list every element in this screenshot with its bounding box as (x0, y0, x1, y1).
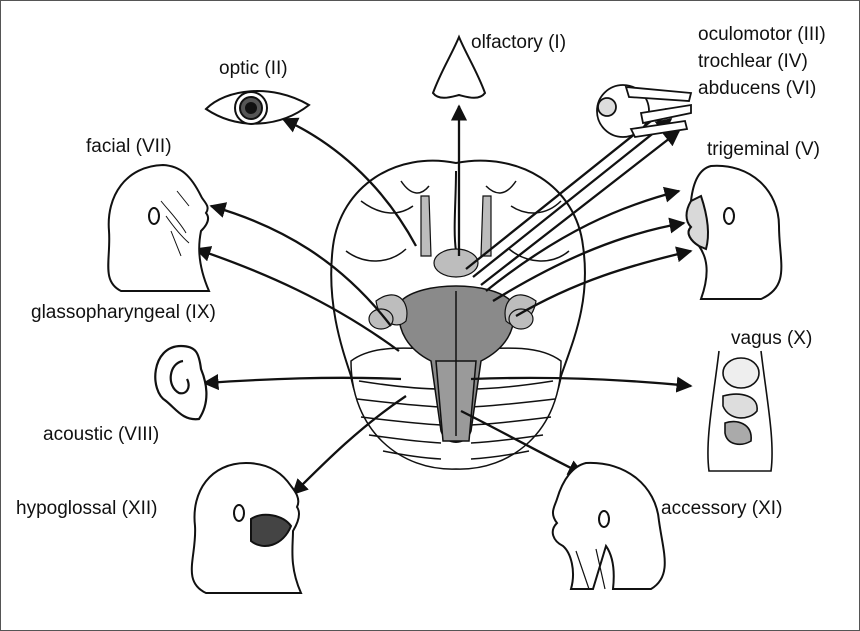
label-facial: facial (VII) (86, 136, 172, 157)
label-accessory: accessory (XI) (661, 498, 782, 519)
head-profile-icon (192, 463, 301, 593)
label-abducens: abducens (VI) (698, 78, 816, 99)
label-hypoglossal: hypoglossal (XII) (16, 498, 158, 519)
eyeball-muscles-icon (597, 85, 691, 137)
label-glossopharyngeal: glassopharyngeal (IX) (31, 302, 216, 323)
head-profile-icon (108, 165, 209, 291)
ear-icon (155, 346, 206, 419)
neck-icon (553, 463, 665, 589)
label-vagus: vagus (X) (731, 328, 812, 349)
viscera-icon (708, 351, 772, 471)
head-profile-icon (687, 166, 782, 299)
label-trochlear: trochlear (IV) (698, 51, 808, 72)
label-olfactory: olfactory (I) (471, 32, 566, 53)
label-acoustic: acoustic (VIII) (43, 424, 159, 445)
label-oculomotor: oculomotor (III) (698, 24, 826, 45)
eye-icon (206, 91, 309, 124)
label-optic: optic (II) (219, 58, 288, 79)
label-trigeminal: trigeminal (V) (707, 139, 820, 160)
